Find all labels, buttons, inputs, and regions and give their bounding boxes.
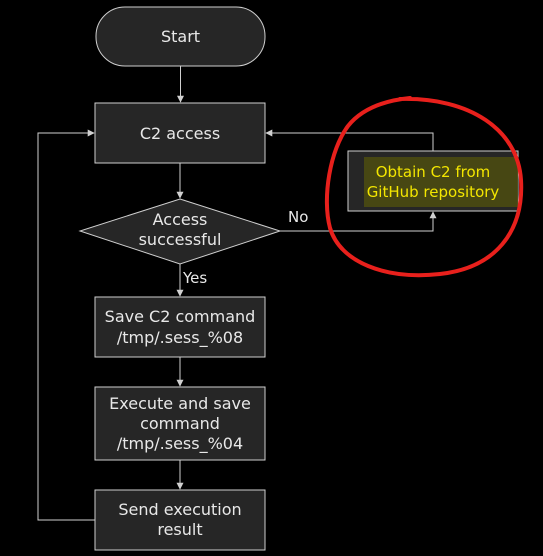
github-node: Obtain C2 from GitHub repository xyxy=(347,150,519,212)
save-command-label-line-2: /tmp/.sess_%08 xyxy=(117,328,243,348)
execute-command-label-line-3: /tmp/.sess_%04 xyxy=(117,434,243,454)
save-command-label-line-1: Save C2 command xyxy=(105,307,256,326)
edge-send-loop-to-c2 xyxy=(37,129,95,521)
start-label: Start xyxy=(161,27,200,46)
execute-command-node: Execute and save command /tmp/.sess_%04 xyxy=(94,386,266,461)
start-node: Start xyxy=(95,6,266,67)
edge-label-yes: Yes xyxy=(182,269,207,287)
send-result-node: Send execution result xyxy=(94,489,266,551)
edge-github-to-c2 xyxy=(265,129,434,151)
execute-command-label-line-1: Execute and save xyxy=(109,394,251,413)
github-highlight xyxy=(364,157,518,207)
send-result-label-line-2: result xyxy=(157,520,202,539)
decision-label-line-1: Access xyxy=(153,210,208,229)
github-label-line-2: GitHub repository xyxy=(367,183,500,201)
execute-command-label-line-2: command xyxy=(140,414,220,433)
send-result-label-line-1: Send execution xyxy=(118,500,241,519)
edge-label-no: No xyxy=(288,208,308,226)
annotation-circle xyxy=(324,96,524,278)
decision-node: Access successful xyxy=(78,198,282,265)
save-command-node: Save C2 command /tmp/.sess_%08 xyxy=(94,296,266,358)
github-label-line-1: Obtain C2 from xyxy=(376,163,491,181)
c2-access-label: C2 access xyxy=(140,124,220,143)
decision-label-line-2: successful xyxy=(139,230,222,249)
c2-access-node: C2 access xyxy=(94,102,266,164)
